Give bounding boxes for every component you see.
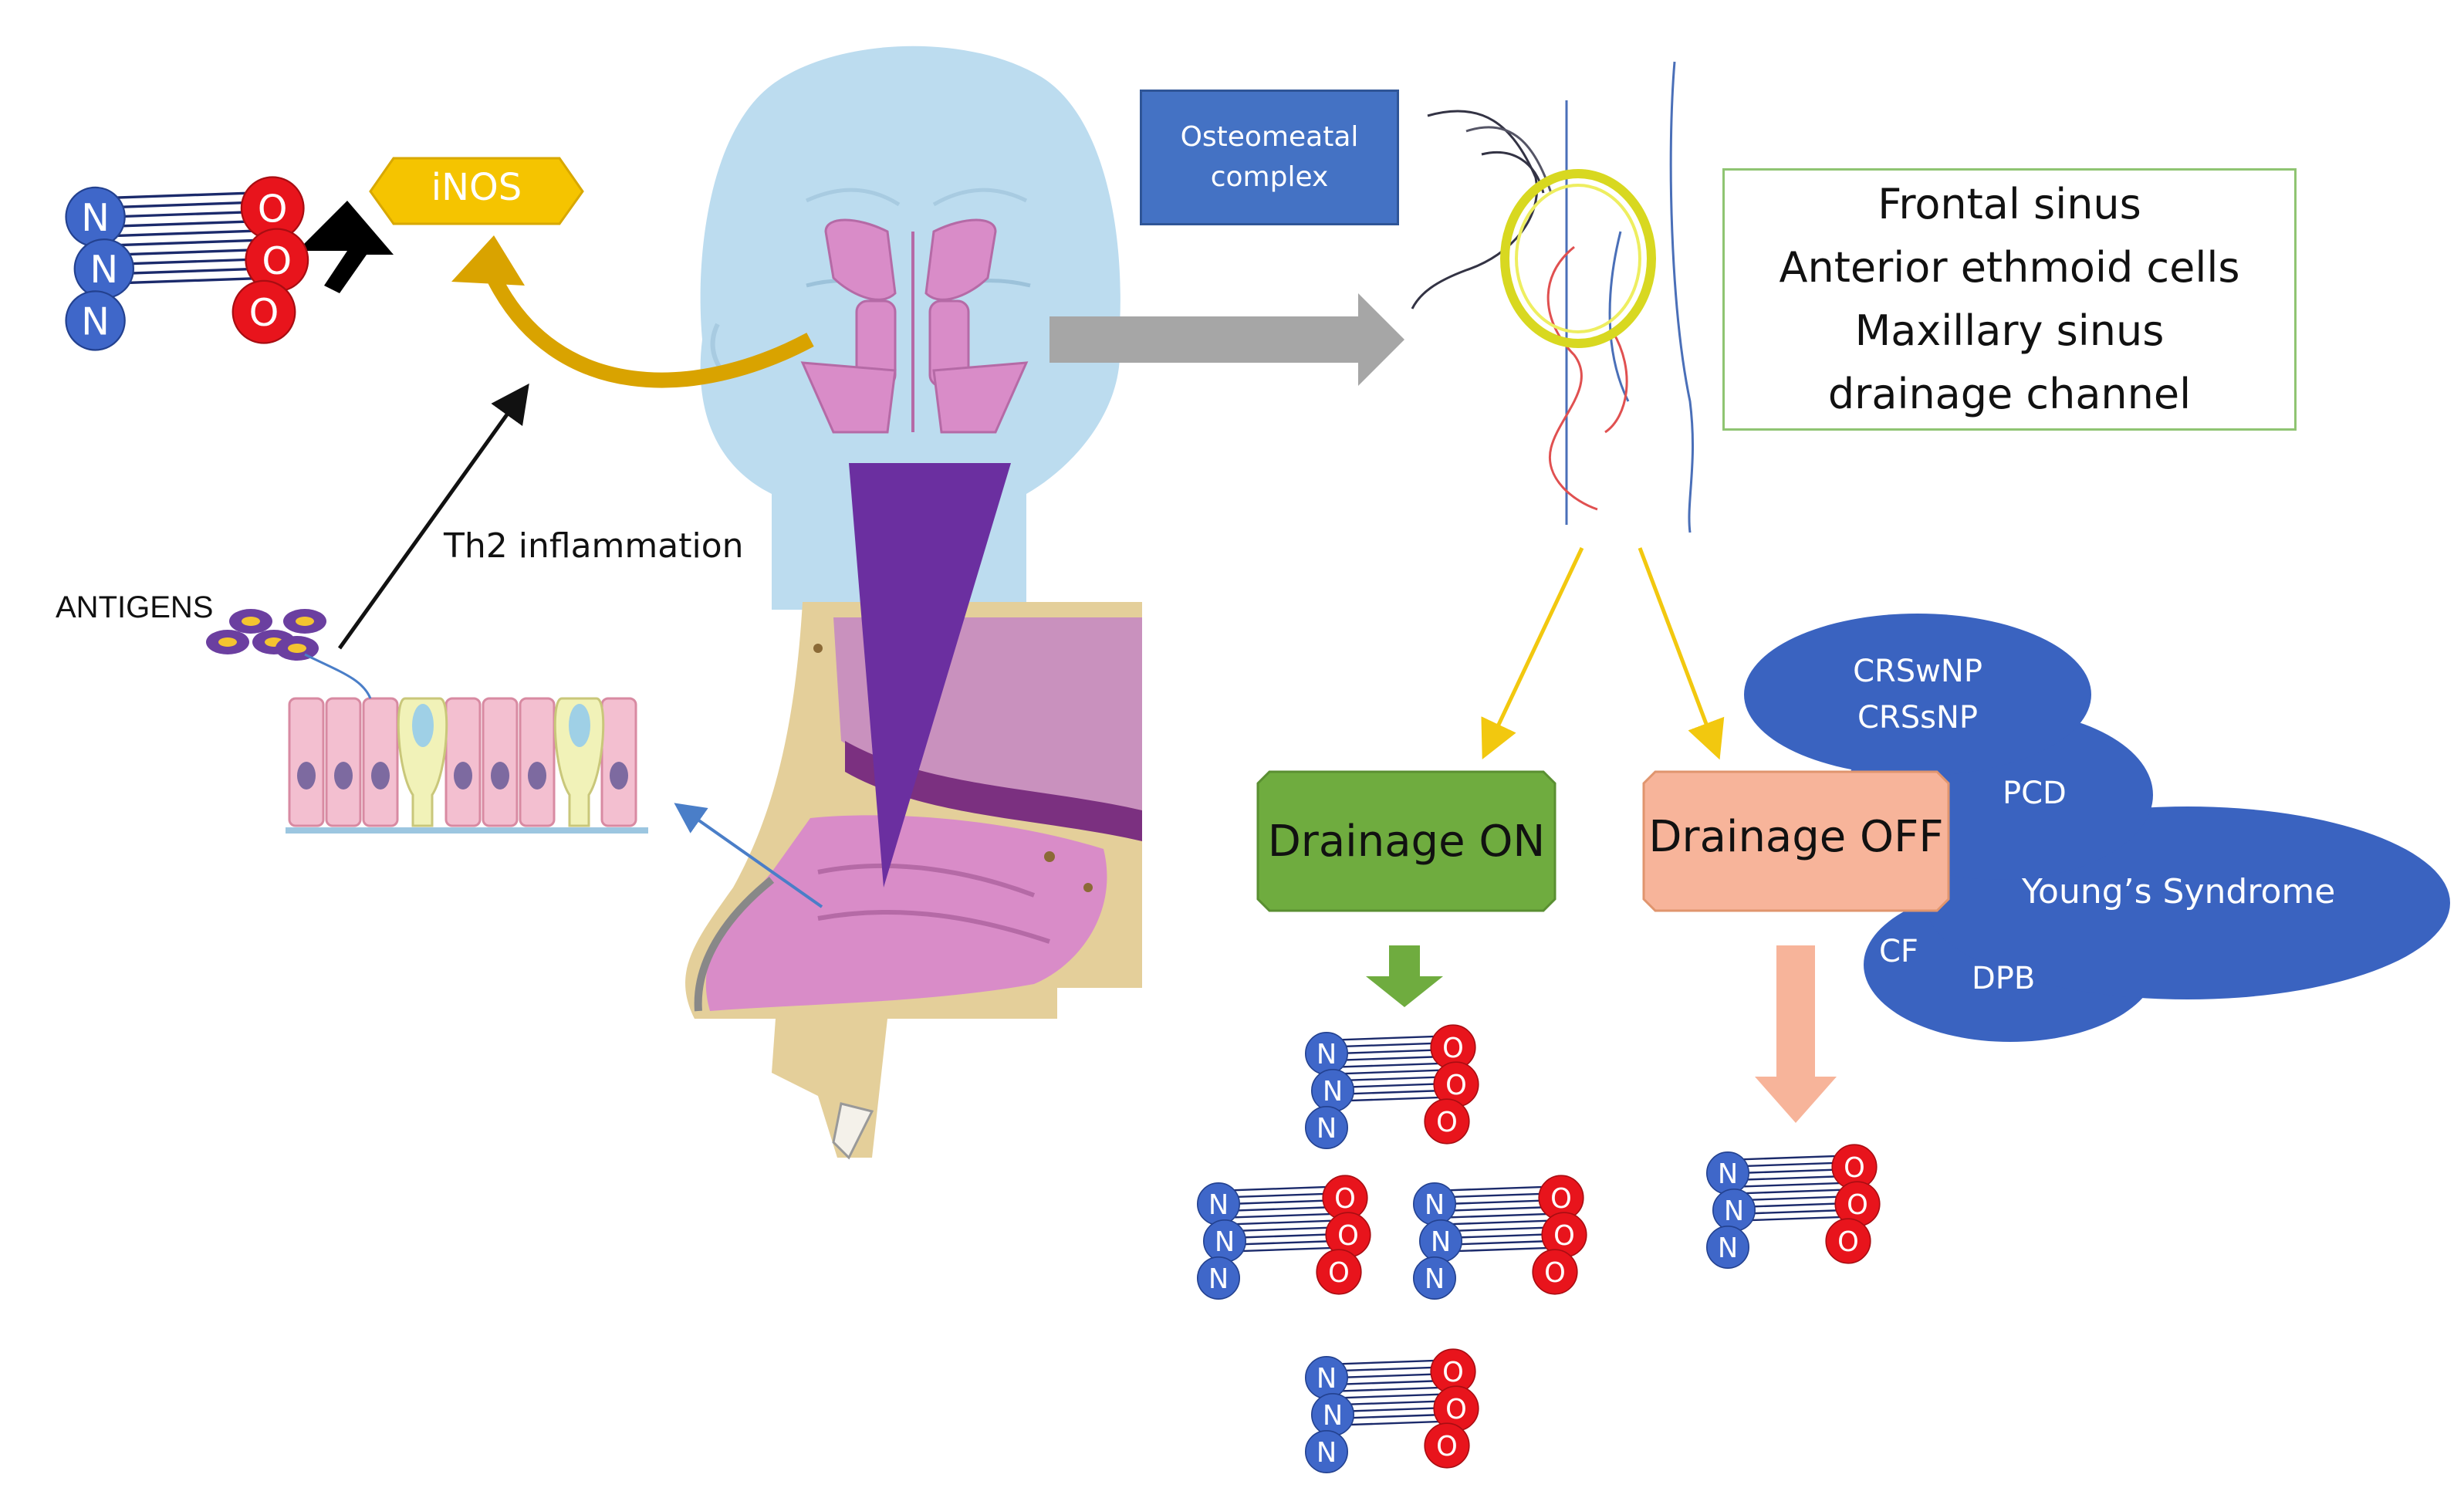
- svg-text:O: O: [1847, 1189, 1868, 1221]
- svg-text:N: N: [1323, 1400, 1343, 1432]
- svg-text:O: O: [1334, 1183, 1356, 1215]
- svg-text:O: O: [1445, 1394, 1467, 1425]
- paranasal-sinuses: [800, 218, 1029, 434]
- svg-text:N: N: [1208, 1263, 1229, 1295]
- svg-text:O: O: [1442, 1357, 1464, 1388]
- svg-text:O: O: [1837, 1226, 1859, 1258]
- sinus-to-inos-arrowhead: [451, 235, 525, 286]
- svg-text:O: O: [262, 238, 292, 283]
- crswnp-label: CRSwNP: [1853, 654, 1982, 689]
- svg-text:O: O: [258, 187, 288, 232]
- wedge-pointer: [849, 463, 1011, 888]
- svg-text:N: N: [1316, 1113, 1337, 1145]
- svg-text:O: O: [1436, 1107, 1458, 1138]
- cf-label: CF: [1879, 934, 1918, 969]
- svg-text:O: O: [1553, 1220, 1575, 1252]
- th2-arrow: [337, 383, 529, 650]
- drainage-on-arrow: [1366, 945, 1443, 1007]
- svg-text:N: N: [1718, 1158, 1738, 1190]
- svg-text:O: O: [1442, 1033, 1464, 1064]
- cross-section-to-epithelium-arrow: [674, 803, 823, 908]
- ostiomeatal-line-1: Osteomeatal: [1180, 121, 1359, 153]
- region-anterior-ethmoid: Anterior ethmoid cells: [1779, 243, 2240, 292]
- inos-to-no-arrow: [297, 201, 394, 293]
- inos-shape: [369, 157, 584, 225]
- svg-text:O: O: [1844, 1152, 1865, 1184]
- svg-text:N: N: [1431, 1226, 1451, 1258]
- svg-text:N: N: [1316, 1437, 1337, 1469]
- svg-text:N: N: [1718, 1233, 1738, 1264]
- svg-text:N: N: [1316, 1363, 1337, 1395]
- svg-text:O: O: [1328, 1257, 1350, 1289]
- drainage-on-label: Drainage ON: [1267, 817, 1546, 867]
- condition-ovals: [1744, 614, 2450, 1042]
- svg-text:N: N: [81, 299, 110, 343]
- region-maxillary-sinus: Maxillary sinus: [1854, 306, 2165, 355]
- region-drainage-channel: drainage channel: [1827, 370, 2192, 418]
- svg-text:O: O: [1544, 1257, 1566, 1289]
- ostiomeatal-schematic: [1411, 61, 1694, 533]
- svg-text:N: N: [90, 247, 118, 292]
- sinus-to-inos-arrow: [487, 274, 814, 388]
- pcd-label: PCD: [2003, 776, 2067, 811]
- svg-text:O: O: [1550, 1183, 1572, 1215]
- drainage-off-label: Drainage OFF: [1648, 812, 1944, 862]
- drainage-regions-box: Frontal sinus Anterior ethmoid cells Max…: [1722, 168, 2297, 431]
- drainage-off-box: [1642, 770, 1950, 912]
- grey-arrow: [1049, 293, 1404, 386]
- crs-label: CRSwNP CRSsNP: [1840, 648, 1995, 741]
- svg-text:N: N: [81, 195, 110, 240]
- inos-label: iNOS: [431, 166, 522, 209]
- drainage-off-arrow: [1755, 945, 1837, 1123]
- drainage-on-box: [1256, 770, 1556, 912]
- crssnp-label: CRSsNP: [1857, 700, 1978, 735]
- svg-text:O: O: [1436, 1431, 1458, 1462]
- svg-text:N: N: [1425, 1189, 1445, 1221]
- ostiomeatal-complex-box: Osteomeatal complex: [1140, 90, 1399, 225]
- antigen-particles: [206, 609, 372, 699]
- th2-label: Th2 inflammation: [444, 526, 744, 566]
- svg-text:O: O: [1337, 1220, 1359, 1252]
- arrow-to-drainage-off: [1638, 547, 1725, 760]
- svg-text:N: N: [1208, 1189, 1229, 1221]
- dpb-label: DPB: [1972, 961, 2036, 996]
- region-frontal-sinus: Frontal sinus: [1878, 180, 2141, 228]
- svg-text:N: N: [1724, 1195, 1744, 1227]
- svg-text:N: N: [1323, 1076, 1343, 1107]
- svg-text:O: O: [249, 290, 279, 335]
- epithelium-illustration: [286, 697, 648, 834]
- youngs-syndrome-label: Young’s Syndrome: [2022, 872, 2336, 911]
- svg-text:N: N: [1215, 1226, 1235, 1258]
- arrow-to-drainage-on: [1481, 546, 1584, 760]
- antigens-label: ANTIGENS: [56, 590, 214, 624]
- svg-text:O: O: [1445, 1070, 1467, 1101]
- svg-text:N: N: [1425, 1263, 1445, 1295]
- ostiomeatal-line-2: complex: [1210, 161, 1329, 193]
- svg-text:N: N: [1316, 1039, 1337, 1070]
